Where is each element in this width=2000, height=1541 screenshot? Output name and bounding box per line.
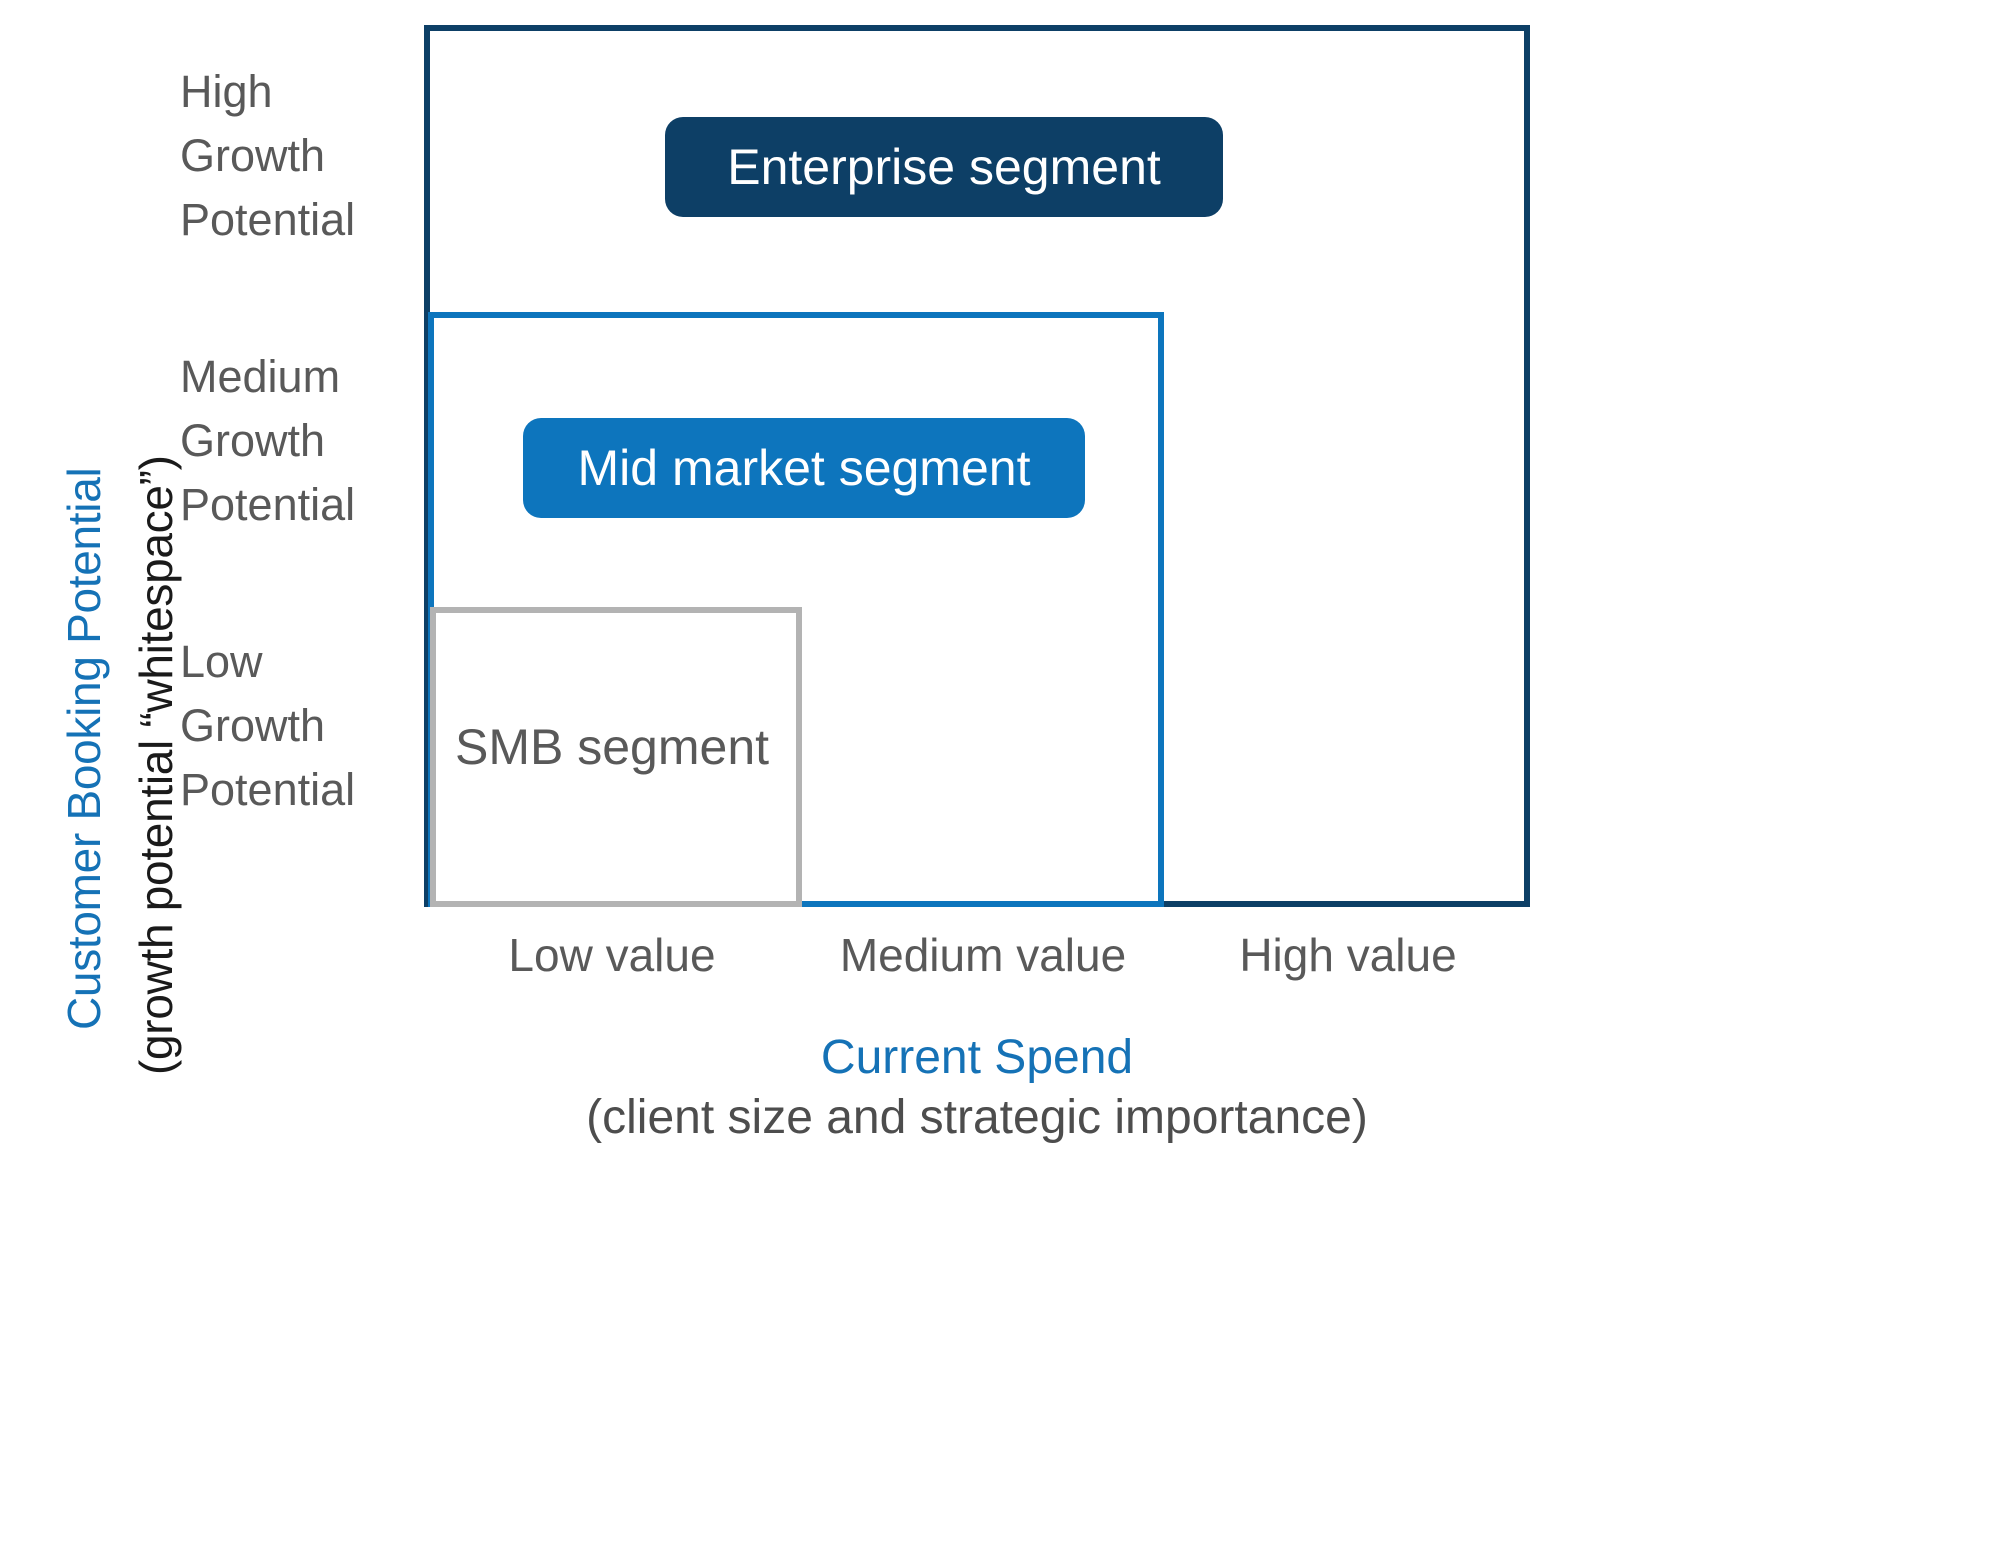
y-axis-title-secondary: (growth potential “whitespace”) (130, 455, 182, 1075)
x-axis-tick-high-value: High value (1239, 929, 1457, 981)
x-axis-title-secondary: (client size and strategic importance) (586, 1091, 1368, 1144)
y-axis-title-primary: Customer Booking Potential (58, 467, 110, 1030)
y-axis-tick-medium-growth: Medium Growth Potential (180, 351, 356, 530)
y-axis-tick-high-growth: High Growth Potential (180, 66, 356, 245)
x-axis-tick-medium-value: Medium value (839, 929, 1127, 981)
mid-market-segment-badge: Mid market segment (523, 418, 1085, 518)
smb-segment-frame (430, 607, 802, 907)
x-axis-title-primary: Current Spend (820, 1031, 1134, 1084)
smb-segment-label: SMB segment (455, 719, 770, 775)
enterprise-segment-badge: Enterprise segment (665, 117, 1223, 217)
y-axis-title-group: Customer Booking Potential (growth poten… (0, 0, 182, 1080)
x-axis-tick-low-value: Low value (508, 929, 716, 981)
y-axis-tick-low-growth: Low Growth Potential (180, 636, 356, 815)
